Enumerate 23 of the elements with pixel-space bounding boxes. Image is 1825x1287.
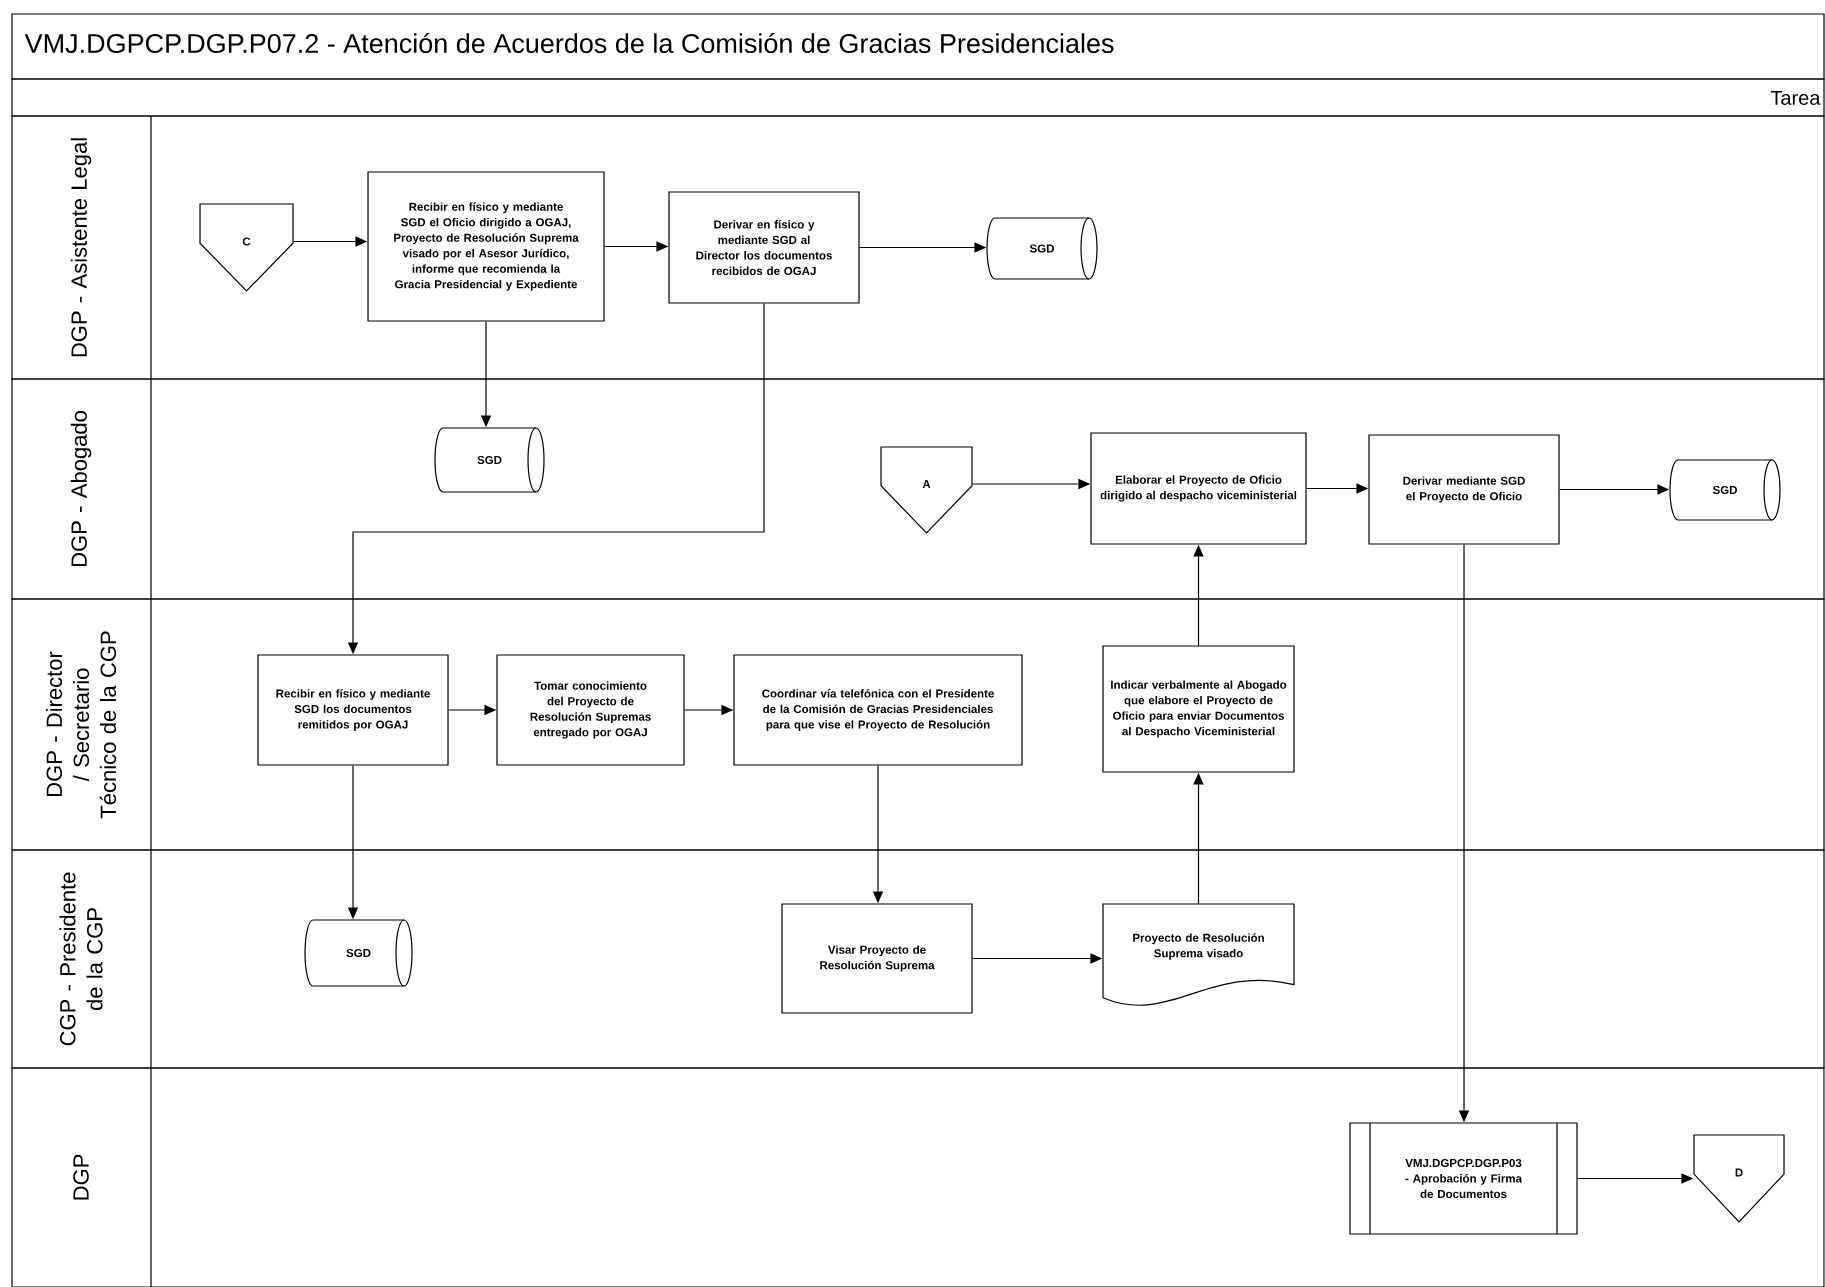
process-box: Indicar verbalmente al Abogado que elabore el Proyecto de Oficio para enviar Documentos al Despacho Viceministerial (1102, 645, 1295, 773)
database-cylinder: SGD (304, 919, 413, 987)
process-box: Tomar conocimiento del Proyecto de Resolución Supremas entregado por OGAJ (496, 654, 685, 766)
process-box: Visar Proyecto de Resolución Suprema (781, 903, 973, 1014)
off-page-connector: D (1693, 1134, 1785, 1223)
process-box: Recibir en físico y mediante SGD el Oficio dirigido a OGAJ, Proyecto de Resolución Suprema visado por el Asesor Jurídico, informe que recomienda la Gracia Presidencial y Expediente (367, 171, 605, 322)
column-header: Tarea (1770, 91, 1821, 105)
off-page-connector: C (199, 203, 294, 292)
node-label: SGD (1029, 244, 1054, 253)
process-box: Recibir en físico y mediante SGD los documentos remitidos por OGAJ (257, 654, 449, 766)
process-box: Elaborar el Proyecto de Oficio dirigido al despacho viceministerial (1090, 432, 1307, 545)
database-cylinder: SGD (986, 217, 1098, 280)
process-box: Derivar mediante SGD el Proyecto de Oficio (1368, 434, 1560, 545)
process-box: Coordinar vía telefónica con el Presidente de la Comisión de Gracias Presidenciales para que vise el Proyecto de Resolución (733, 654, 1023, 766)
subprocess-box: VMJ.DGPCP.DGP.P03 - Aprobación y Firma de Documentos (1349, 1122, 1578, 1235)
process-box: Derivar en físico y mediante SGD al Director los documentos recibidos de OGAJ (668, 191, 860, 304)
node-label: SGD (1712, 485, 1737, 495)
title: VMJ.DGPCP.DGP.P07.2 - Atención de Acuerdos de la Comisión de Gracias Presidenciales (24, 32, 1114, 54)
off-page-connector: A (880, 446, 973, 534)
node-label: SGD (346, 948, 371, 958)
database-cylinder: SGD (1669, 459, 1781, 521)
database-cylinder: SGD (434, 427, 545, 493)
node-label: SGD (477, 455, 502, 465)
